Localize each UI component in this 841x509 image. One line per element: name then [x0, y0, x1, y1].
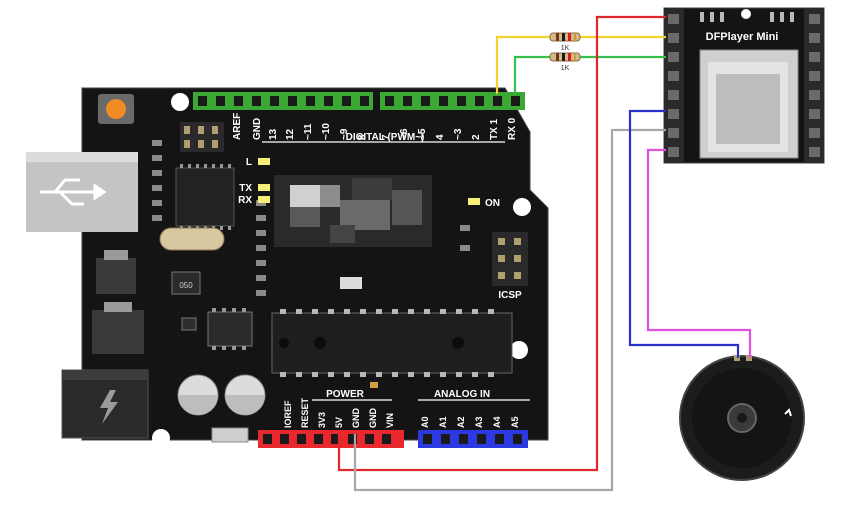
digital-header-left — [193, 92, 373, 110]
wire-magenta — [646, 148, 752, 358]
led-tx-label: TX — [239, 183, 252, 194]
resistor-2: 1K — [549, 52, 581, 72]
wire-yellow — [495, 35, 550, 94]
pin-label-a3: A3 — [474, 416, 484, 428]
icsp-label: ICSP — [498, 290, 522, 301]
resistor-1-label: 1K — [561, 45, 570, 52]
pin-label-10: ~10 — [321, 123, 332, 140]
aref-label: AREF — [232, 113, 243, 140]
led-l-label: L — [246, 157, 252, 168]
resistor-1: 1K — [549, 32, 581, 52]
pin-label-12: 12 — [285, 128, 296, 140]
pin-label-3v3: 3V3 — [317, 412, 327, 428]
pin-label-tx1: TX 1 — [489, 118, 500, 140]
pin-label-a4: A4 — [492, 416, 502, 428]
regulator-large — [92, 310, 144, 354]
pin-label-vin: VIN — [385, 413, 395, 428]
dfplayer-title: DFPlayer Mini — [706, 31, 779, 43]
pin-label-5: ~5 — [417, 128, 428, 140]
chip-code-text: 050 — [179, 281, 193, 290]
crystal — [159, 227, 225, 251]
pin-label-11: ~11 — [303, 123, 314, 140]
speaker — [679, 355, 805, 481]
wires — [337, 15, 752, 492]
digital-pin-labels: 13 12 ~11 ~10 ~9 8 7 ~6 ~5 4 ~3 2 TX 1 R… — [268, 117, 518, 140]
led-tx — [258, 184, 270, 191]
lightning-icon — [100, 390, 118, 424]
regulator — [96, 258, 136, 294]
diode — [211, 427, 249, 443]
mounting-hole — [513, 198, 531, 216]
led-l — [258, 158, 270, 165]
pin-label-a1: A1 — [438, 416, 448, 428]
mounting-hole — [510, 341, 528, 359]
pin-label-6: ~6 — [399, 128, 410, 140]
led-on — [468, 198, 480, 205]
resistor-2-label: 1K — [561, 65, 570, 72]
power-label: POWER — [326, 389, 365, 400]
op-amp-chip — [207, 311, 253, 347]
pin-label-2: 2 — [471, 134, 482, 140]
pin-label-13: 13 — [268, 128, 279, 140]
usb-chip — [175, 167, 235, 227]
led-rx-label: RX — [238, 195, 252, 206]
wire-red — [337, 15, 666, 472]
led-on-label: ON — [485, 198, 500, 209]
pin-label-3: ~3 — [453, 128, 464, 140]
wire-blue — [628, 109, 740, 358]
pin-label-rx0: RX 0 — [507, 117, 518, 140]
digital-header-right — [380, 92, 525, 110]
analog-pin-labels: A0 A1 A2 A3 A4 A5 — [420, 416, 520, 428]
icsp-header — [492, 232, 528, 286]
pixelated-logo — [274, 175, 432, 247]
pin-label-ioref: IOREF — [283, 400, 293, 428]
pin-label-gnd-1: GND — [351, 408, 361, 429]
pin-label-5v: 5V — [334, 417, 344, 428]
pin-label-7: 7 — [381, 134, 392, 140]
wire-green — [513, 55, 550, 94]
pin-label-8: 8 — [357, 134, 368, 140]
led-rx — [258, 196, 270, 203]
pin-label-a5: A5 — [510, 416, 520, 428]
pin-label-a2: A2 — [456, 416, 466, 428]
dfplayer-module: DFPlayer Mini — [663, 7, 825, 164]
pin-label-9: ~9 — [339, 128, 350, 140]
pin-label-gnd-2: GND — [368, 408, 378, 429]
small-chip — [171, 271, 201, 295]
chip-pins — [280, 309, 494, 377]
mounting-hole — [152, 429, 170, 447]
digital-pwm-label: DIGITAL (PWM~) — [346, 132, 425, 143]
usb-icon — [40, 178, 107, 206]
power-header — [258, 430, 404, 448]
gnd-label-top: GND — [252, 118, 263, 140]
analog-in-label: ANALOG IN — [434, 389, 490, 400]
reset-button — [106, 99, 126, 119]
white-component — [340, 277, 362, 289]
atmega-chip — [271, 312, 513, 374]
mounting-hole — [171, 93, 189, 111]
pin-label-a0: A0 — [420, 416, 430, 428]
power-pin-labels: IOREF RESET 3V3 5V GND GND VIN — [283, 397, 395, 428]
arduino-board: 050 — [26, 87, 549, 448]
pin-label-4: 4 — [435, 134, 446, 140]
analog-header — [418, 430, 528, 448]
pin-label-reset: RESET — [300, 397, 310, 428]
